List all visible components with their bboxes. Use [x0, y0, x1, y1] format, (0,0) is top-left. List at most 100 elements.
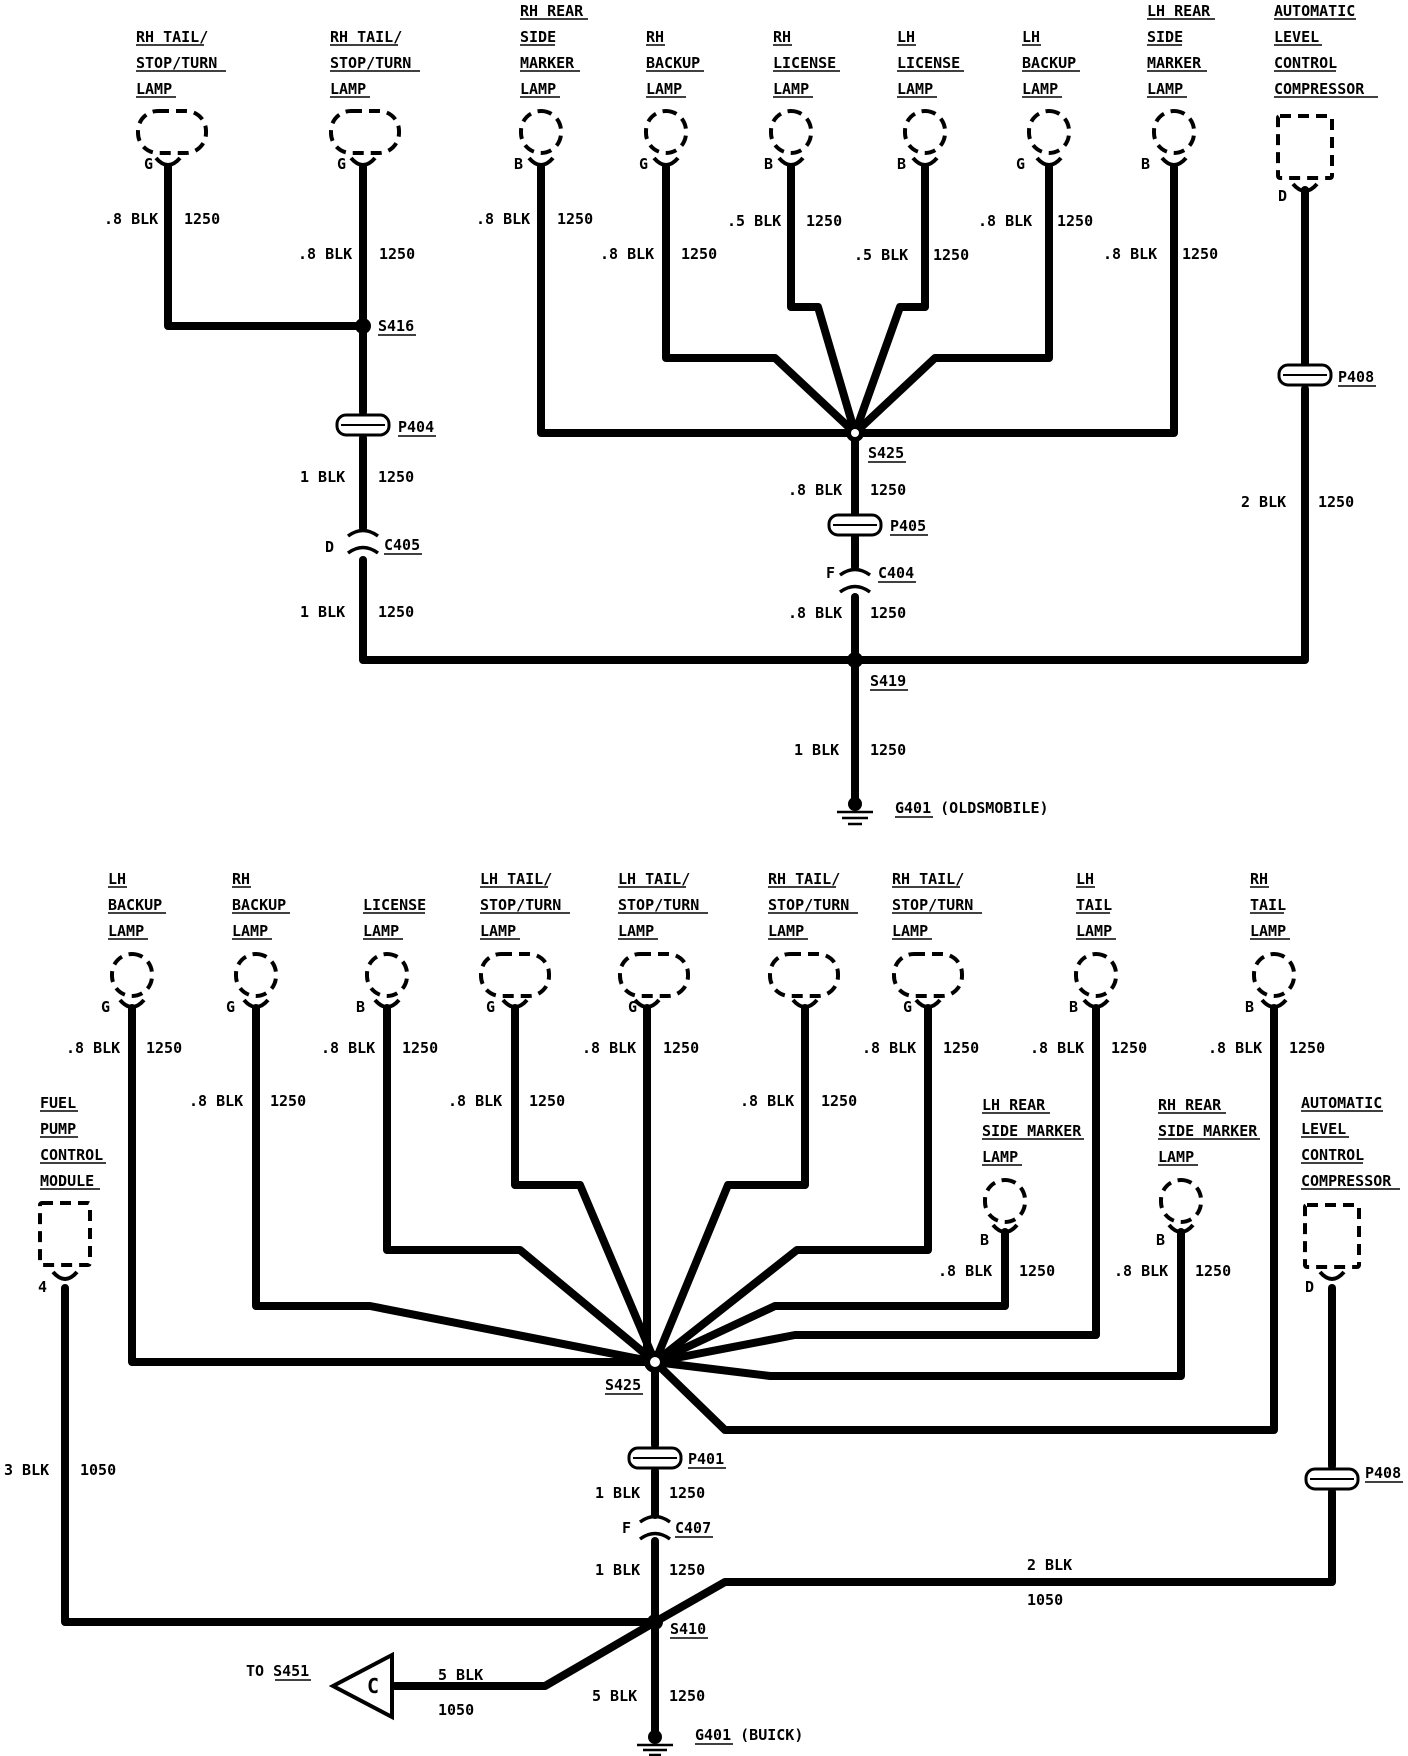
lamp-label-line: LH TAIL/ — [480, 870, 552, 888]
lamp-label-line: RH TAIL/ — [330, 28, 402, 46]
wire-size-label: .5 BLK — [727, 212, 781, 230]
wire-circuit-label: 1250 — [669, 1687, 705, 1705]
pin-label: G — [144, 155, 153, 173]
wire-circuit-label: 1250 — [529, 1092, 565, 1110]
wire-size-label: .8 BLK — [298, 245, 352, 263]
lh-rear-side-marker-lamp-bottom: LH REAR SIDE MARKER LAMP B — [980, 1096, 1084, 1249]
connector-c405: D C405 — [325, 528, 422, 556]
lamp-label-line: SIDE — [1147, 28, 1183, 46]
wire-circuit-label: 1250 — [557, 210, 593, 228]
lamp-label-line: STOP/TURN — [768, 896, 849, 914]
lamp-label-line: STOP/TURN — [618, 896, 699, 914]
lamp-bulb-icon — [479, 952, 551, 998]
lamp-label-line: STOP/TURN — [480, 896, 561, 914]
wire-circuit-label: 1250 — [870, 481, 906, 499]
lamp-label-line: LAMP — [1158, 1148, 1194, 1166]
pass-through-p405: P405 — [827, 513, 928, 537]
lamp-label-line: LH REAR — [982, 1096, 1046, 1114]
lamp-label-line: LAMP — [232, 922, 268, 940]
wire-circuit-label: 1250 — [663, 1039, 699, 1057]
fuel-pump-control-module: FUEL PUMP CONTROL MODULE 4 — [38, 1094, 106, 1296]
automatic-level-control-compressor-bottom: AUTOMATIC LEVEL CONTROL COMPRESSOR D — [1301, 1094, 1400, 1296]
wire-size-label: .8 BLK — [740, 1092, 794, 1110]
wire-size-label: 1 BLK — [595, 1484, 640, 1502]
lamp-label-line: RH — [773, 28, 791, 46]
pin-label: B — [1156, 1231, 1165, 1249]
lamp-label-line: BACKUP — [232, 896, 286, 914]
wire-size-label: .8 BLK — [189, 1092, 243, 1110]
lamp-label-line: CONTROL — [1274, 54, 1337, 72]
lamp-bulb-icon — [983, 1178, 1027, 1224]
rh-tail-lamp-bottom: RH TAIL LAMP B — [1245, 870, 1296, 1016]
lamp-label-line: LAMP — [773, 80, 809, 98]
lamp-bulb-icon — [768, 952, 840, 998]
lamp-label-line: RH TAIL/ — [892, 870, 964, 888]
lamp-label-line: PUMP — [40, 1120, 76, 1138]
component-box-icon — [38, 1201, 92, 1267]
pin-label: G — [903, 998, 912, 1016]
wire-circuit-label: 1250 — [1318, 493, 1354, 511]
pin-label: B — [1245, 998, 1254, 1016]
lamp-bulb-icon — [1252, 952, 1296, 998]
lamp-label-line: RH TAIL/ — [768, 870, 840, 888]
wire-circuit-label: 1250 — [1057, 212, 1093, 230]
lamp-label-line: LAMP — [520, 80, 556, 98]
pass-through-p408-bottom: P408 — [1304, 1464, 1403, 1491]
lamp-label-line: BACKUP — [1022, 54, 1076, 72]
pin-label: D — [1278, 187, 1287, 205]
lamp-label-line: LAMP — [480, 922, 516, 940]
rh-tail-stop-turn-lamp-1: RH TAIL/ STOP/TURN LAMP G — [136, 28, 226, 173]
lh-backup-lamp-bottom: LH BACKUP LAMP G — [101, 870, 166, 1016]
lamp-bulb-icon — [892, 952, 964, 998]
lamp-label-line: LH TAIL/ — [618, 870, 690, 888]
wire-circuit-label: 1050 — [80, 1461, 116, 1479]
lamp-label-line: MODULE — [40, 1172, 94, 1190]
lamp-label-line: COMPRESSOR — [1301, 1172, 1392, 1190]
wire-size-label: 2 BLK — [1027, 1556, 1072, 1574]
lamp-label-line: RH — [646, 28, 664, 46]
wire-circuit-label: 1250 — [806, 212, 842, 230]
wire-circuit-label: 1250 — [870, 741, 906, 759]
rh-tail-stop-turn-lamp-1-bottom: RH TAIL/ STOP/TURN LAMP — [768, 870, 858, 1009]
wire-size-label: .8 BLK — [1030, 1039, 1084, 1057]
ground-label: G401 (OLDSMOBILE) — [895, 799, 1049, 817]
lh-tail-lamp-bottom: LH TAIL LAMP B — [1069, 870, 1118, 1016]
wire-size-label: 1 BLK — [794, 741, 839, 759]
lamp-label-line: LH — [108, 870, 126, 888]
rh-license-lamp: RH LICENSE LAMP B — [764, 28, 840, 173]
connector-label: C405 — [384, 536, 420, 554]
pin-label: B — [980, 1231, 989, 1249]
wire-size-label: 5 BLK — [592, 1687, 637, 1705]
lamp-label-line: LAMP — [1022, 80, 1058, 98]
pin-label: B — [1069, 998, 1078, 1016]
component-box-icon — [1276, 114, 1334, 180]
wire-circuit-label: 1250 — [402, 1039, 438, 1057]
connector-c-to-s451[interactable]: C TO S451 — [246, 1651, 394, 1721]
pin-label: G — [101, 998, 110, 1016]
wire-size-label: .8 BLK — [788, 481, 842, 499]
splice-s416: S416 — [355, 317, 416, 336]
lamp-label-line: STOP/TURN — [892, 896, 973, 914]
splice-s425-bottom: S425 — [605, 1351, 666, 1395]
ground-g401-oldsmobile: G401 (OLDSMOBILE) — [837, 797, 1049, 826]
rh-rear-side-marker-lamp-bottom: RH REAR SIDE MARKER LAMP B — [1156, 1096, 1260, 1249]
pin-label: 4 — [38, 1278, 47, 1296]
wire-circuit-label: 1250 — [378, 468, 414, 486]
pin-label: B — [356, 998, 365, 1016]
pin-label: G — [628, 998, 637, 1016]
lamp-label-line: LH — [1022, 28, 1040, 46]
connector-triangle-icon[interactable] — [328, 1651, 394, 1721]
wire-circuit-label: 1250 — [184, 210, 220, 228]
splice-s419: S419 — [847, 652, 908, 691]
wire-size-label: 3 BLK — [4, 1461, 49, 1479]
connector-label: P408 — [1338, 368, 1374, 386]
wire-size-label: .8 BLK — [476, 210, 530, 228]
wire-size-label: .8 BLK — [1208, 1039, 1262, 1057]
pin-label: G — [639, 155, 648, 173]
pin-label: G — [226, 998, 235, 1016]
wire-size-label: .8 BLK — [862, 1039, 916, 1057]
splice-label: S425 — [868, 444, 904, 462]
lamp-bulb-icon — [618, 952, 690, 998]
wire-size-label: .5 BLK — [854, 246, 908, 264]
